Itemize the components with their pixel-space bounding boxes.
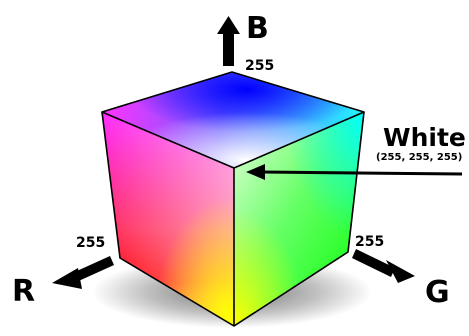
green-axis-arrow [352,249,415,283]
green-axis-max-label: 255 [355,234,384,250]
blue-axis-arrow [217,16,240,66]
blue-axis-max-label: 255 [245,58,274,74]
white-corner-title: White [383,123,466,152]
green-axis-letter: G [425,275,450,310]
red-axis-max-label: 255 [76,235,105,251]
red-axis-letter: R [12,274,35,309]
blue-axis-letter: B [246,11,269,46]
white-corner-value: (255, 255, 255) [376,152,462,163]
